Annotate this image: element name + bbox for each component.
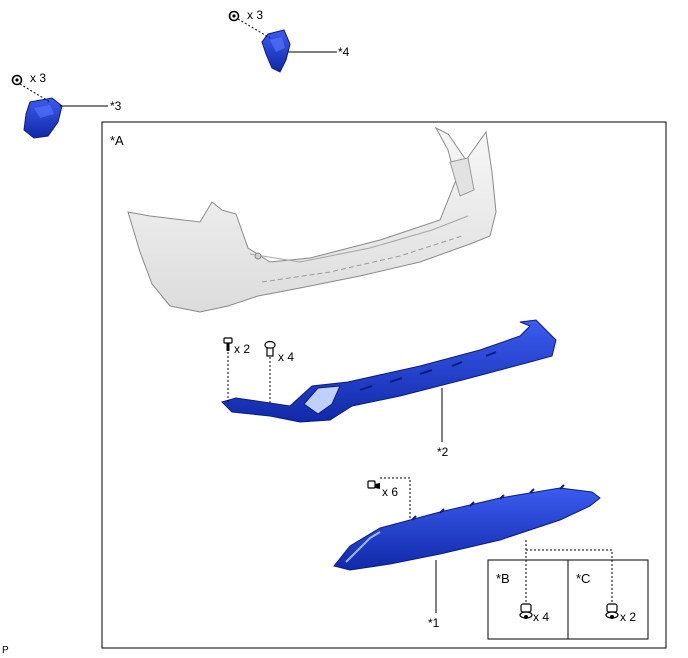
qty-detail-b: x 4: [533, 610, 550, 624]
bolt-icon: [223, 337, 233, 351]
callout-part-1: *1: [428, 616, 440, 630]
screw-icon: [228, 10, 240, 22]
clip-icon: [367, 480, 380, 489]
leader-detail-c: [526, 549, 613, 604]
callout-part-2: *2: [437, 445, 449, 459]
callout-part-4: *4: [338, 45, 350, 59]
callout-detail-b: *B: [496, 571, 510, 586]
callout-assembly-a: *A: [110, 133, 124, 148]
rear-bumper-cover: [127, 126, 497, 313]
qty-part4-screws: x 3: [247, 8, 264, 22]
qty-clips-lower: x 6: [382, 485, 399, 499]
part-3-bracket: [23, 97, 63, 139]
screw-icon: [11, 74, 23, 86]
part-4-bracket: [261, 29, 291, 73]
grommet-icon: [519, 603, 533, 619]
assembly-frame-a: [101, 121, 667, 649]
footer-code: P: [2, 645, 9, 656]
callout-part-3: *3: [110, 99, 122, 113]
leader-screw-part3: [19, 83, 51, 103]
part-2-lower-bumper: [221, 319, 557, 423]
part-1-lower-spoiler: [333, 484, 601, 571]
callout-detail-c: *C: [576, 571, 591, 586]
qty-detail-c: x 2: [620, 610, 637, 624]
qty-clips-main: x 4: [278, 350, 295, 364]
qty-part3-screws: x 3: [30, 71, 47, 85]
clip-icon: [264, 340, 276, 357]
grommet-icon: [605, 603, 619, 619]
leader-clip-lower: [380, 477, 411, 520]
qty-bolts: x 2: [234, 342, 251, 356]
